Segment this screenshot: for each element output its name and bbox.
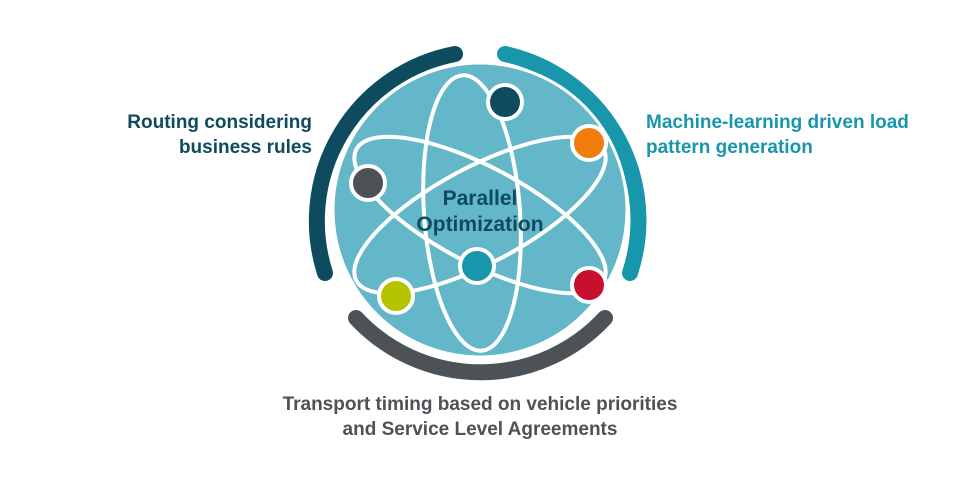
left-label-line-2: business rules: [178, 137, 312, 158]
orange-node: [570, 124, 608, 162]
center-label: Parallel Optimization: [395, 186, 565, 238]
teal-node: [458, 247, 496, 285]
bottom-label-line-1: Transport timing based on vehicle priori…: [282, 394, 678, 415]
navy-node: [486, 83, 524, 121]
left-label: Routing considering business rules: [127, 110, 312, 160]
right-label-line-2: pattern generation: [646, 137, 813, 158]
bottom-label-line-2: and Service Level Agreements: [342, 419, 618, 440]
right-outer-arc: [497, 46, 647, 281]
orbit-vertical: [421, 73, 523, 353]
red-node: [570, 266, 608, 304]
bottom-label: Transport timing based on vehicle priori…: [0, 392, 960, 442]
center-label-line-2: Optimization: [416, 213, 544, 236]
left-outer-arc: [308, 46, 463, 281]
center-label-line-1: Parallel: [442, 187, 518, 210]
bottom-outer-arc: [348, 310, 613, 381]
right-label: Machine-learning driven load pattern gen…: [646, 110, 909, 160]
lime-node: [377, 277, 415, 315]
right-label-line-1: Machine-learning driven load: [646, 112, 909, 133]
gray-node: [349, 164, 387, 202]
left-label-line-1: Routing considering: [127, 112, 312, 133]
